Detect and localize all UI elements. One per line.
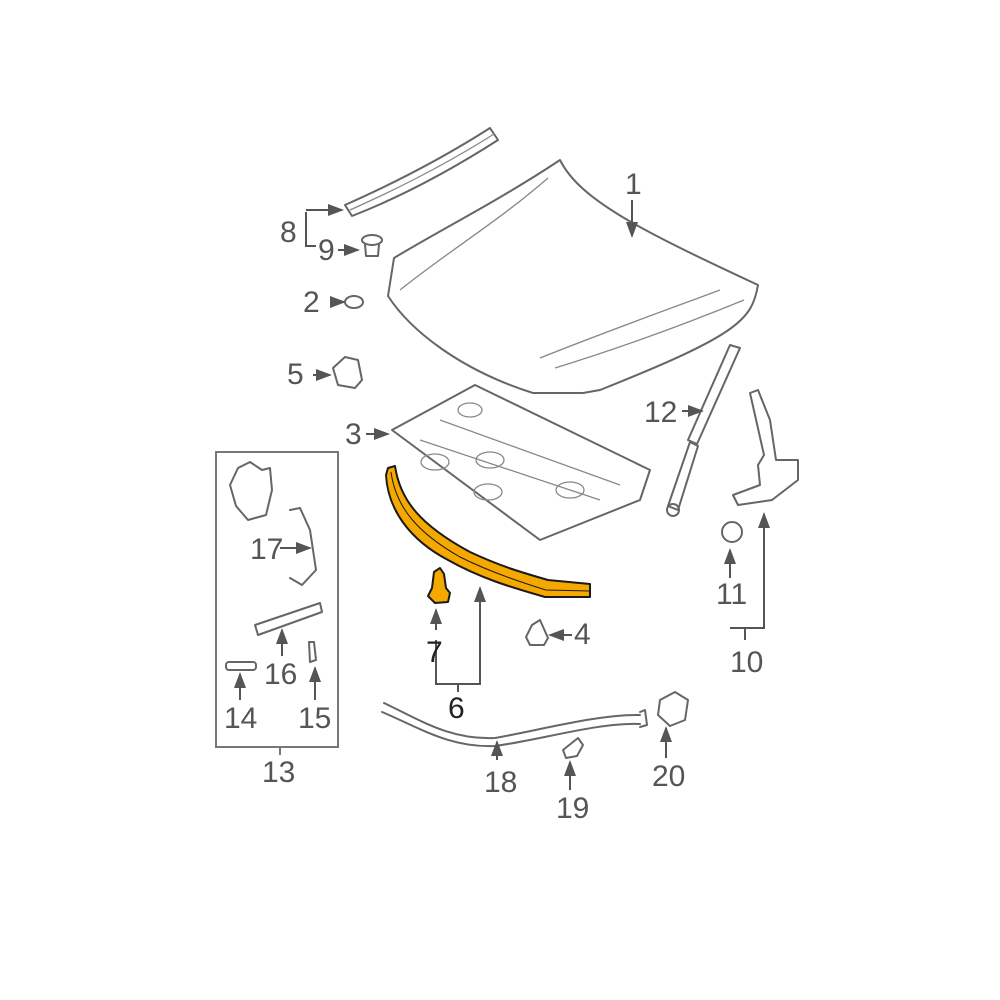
callout-16[interactable]: 16	[264, 658, 298, 691]
rear-seal-strip-icon[interactable]	[344, 127, 499, 217]
highlighted-seal-icon[interactable]	[385, 465, 591, 598]
callout-10[interactable]: 10	[730, 646, 764, 679]
callout-18[interactable]: 18	[484, 766, 518, 799]
callout-6[interactable]: 6	[448, 692, 465, 725]
hood-inner-panel-icon[interactable]	[391, 384, 651, 541]
callout-8[interactable]: 8	[280, 216, 297, 249]
callout-7[interactable]: 7	[426, 636, 443, 669]
release-cable-icon[interactable]	[381, 702, 648, 748]
callout-5[interactable]: 5	[287, 358, 304, 391]
callout-11[interactable]: 11	[716, 578, 748, 611]
hinge-icon[interactable]	[732, 389, 799, 506]
cable-clip-icon[interactable]	[562, 737, 584, 759]
callout-19[interactable]: 19	[556, 792, 590, 825]
clip-icon[interactable]	[332, 356, 363, 389]
callout-12[interactable]: 12	[644, 396, 678, 429]
hood-panel-icon[interactable]	[387, 159, 759, 394]
leader-lines	[234, 200, 770, 790]
highlighted-clip-icon[interactable]	[427, 567, 451, 604]
retainer-icon[interactable]	[361, 234, 383, 257]
spring-icon[interactable]	[254, 602, 323, 636]
callout-13[interactable]: 13	[262, 756, 296, 789]
callout-1[interactable]: 1	[625, 168, 642, 201]
latch-icon[interactable]	[229, 461, 317, 586]
callout-3[interactable]: 3	[345, 418, 362, 451]
callout-15[interactable]: 15	[298, 702, 332, 735]
callout-17[interactable]: 17	[250, 533, 284, 566]
nut-icon[interactable]	[721, 521, 743, 543]
grommet-icon[interactable]	[344, 295, 364, 309]
callout-20[interactable]: 20	[652, 760, 686, 793]
latch-pin-icon[interactable]	[225, 661, 257, 671]
callout-4[interactable]: 4	[574, 618, 591, 651]
callout-2[interactable]: 2	[303, 286, 320, 319]
release-handle-icon[interactable]	[657, 691, 689, 727]
latch-group-box	[215, 451, 339, 748]
lift-support-icon[interactable]	[666, 344, 741, 517]
bumper-stop-icon[interactable]	[525, 619, 549, 646]
callout-14[interactable]: 14	[224, 702, 258, 735]
bolt-icon[interactable]	[308, 641, 317, 663]
callout-9[interactable]: 9	[318, 234, 335, 267]
